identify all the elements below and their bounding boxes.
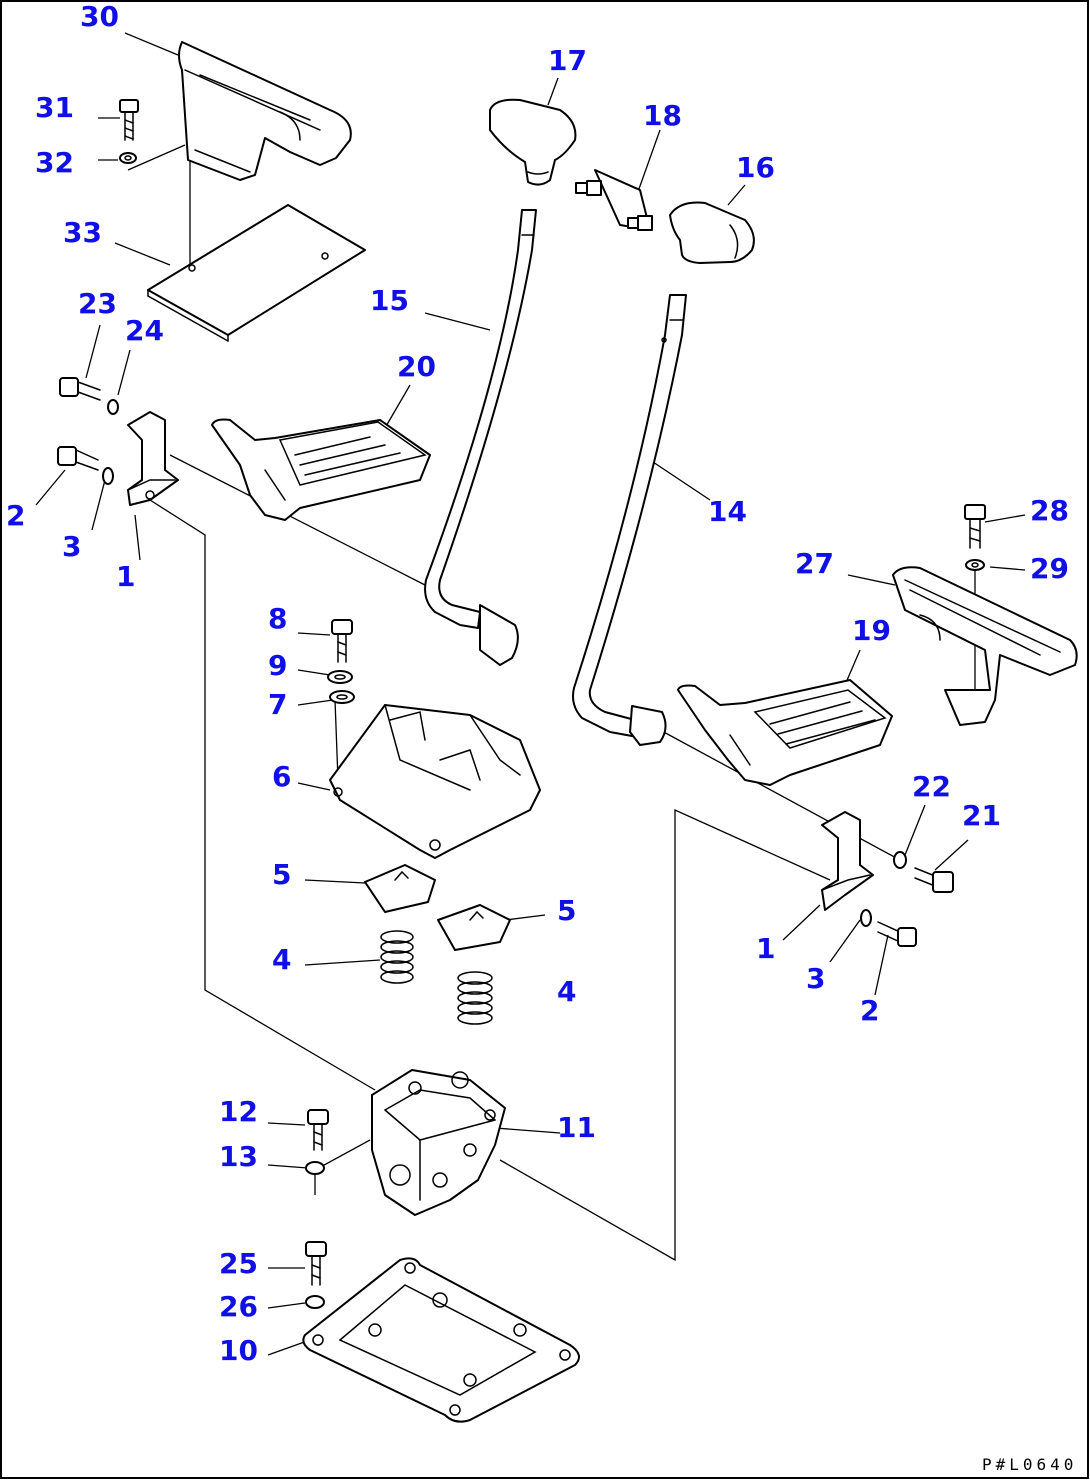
bolt-part-23 <box>59 377 101 401</box>
pedal-part-19 <box>677 679 893 786</box>
drawing-code: P#L0640 <box>982 1455 1077 1474</box>
callout-8: 8 <box>268 602 287 635</box>
callout-11: 11 <box>557 1111 596 1144</box>
callout-5-left: 5 <box>272 858 291 891</box>
boot-part-6 <box>329 704 541 859</box>
callout-1-left: 1 <box>116 560 135 593</box>
callout-32: 32 <box>35 146 74 179</box>
callout-4-left: 4 <box>272 943 291 976</box>
callout-2-left: 2 <box>6 499 25 532</box>
knob-part-16 <box>669 201 755 264</box>
callout-30: 30 <box>80 0 119 33</box>
bolt-part-31 <box>119 99 139 141</box>
knob-part-17 <box>489 98 577 186</box>
bolt-part-8 <box>331 619 353 663</box>
plate-part-33 <box>147 204 366 342</box>
bolt-part-28 <box>964 504 986 549</box>
callout-3-left: 3 <box>62 530 81 563</box>
clip-part-18 <box>575 169 653 231</box>
bolt-part-21 <box>914 867 954 893</box>
callout-22: 22 <box>912 770 951 803</box>
washer-part-9 <box>327 670 353 684</box>
callout-33: 33 <box>63 216 102 249</box>
spring-part-4-right <box>457 971 493 1025</box>
lever-part-15 <box>424 209 537 666</box>
callout-2-right: 2 <box>860 994 879 1027</box>
callout-10: 10 <box>219 1334 258 1367</box>
callout-16: 16 <box>736 151 775 184</box>
callout-1-right: 1 <box>756 932 775 965</box>
callout-27: 27 <box>795 547 834 580</box>
lever-part-14 <box>572 294 687 746</box>
washer-part-3-right <box>860 909 872 927</box>
callout-24: 24 <box>125 314 164 347</box>
washer-part-3-left <box>102 467 114 485</box>
callout-17: 17 <box>548 44 587 77</box>
washer-part-32 <box>119 152 137 164</box>
callout-14: 14 <box>708 495 747 528</box>
callout-labels: 30 31 32 33 23 24 2 3 1 17 18 16 15 14 2… <box>6 0 1069 1367</box>
callout-29: 29 <box>1030 552 1069 585</box>
callout-13: 13 <box>219 1140 258 1173</box>
callout-23: 23 <box>78 287 117 320</box>
seat-part-5-right <box>437 904 511 951</box>
callout-6: 6 <box>272 760 291 793</box>
callout-28: 28 <box>1030 494 1069 527</box>
washer-part-29 <box>965 559 985 571</box>
washer-part-13 <box>305 1161 325 1175</box>
bolt-part-2-left <box>57 446 99 471</box>
washer-part-24 <box>107 399 119 415</box>
bolt-part-25 <box>305 1241 327 1286</box>
seat-part-5-left <box>364 864 436 913</box>
bolt-part-12 <box>307 1109 329 1151</box>
callout-25: 25 <box>219 1247 258 1280</box>
washer-part-22 <box>893 851 907 869</box>
callout-15: 15 <box>370 284 409 317</box>
callout-9: 9 <box>268 649 287 682</box>
callout-4-right: 4 <box>557 975 576 1008</box>
pedal-part-20 <box>211 418 431 521</box>
callout-21: 21 <box>962 799 1001 832</box>
washer-part-7 <box>329 690 355 704</box>
callout-26: 26 <box>219 1290 258 1323</box>
callout-5-right: 5 <box>557 894 576 927</box>
bolt-part-2-right <box>877 921 917 947</box>
callout-31: 31 <box>35 91 74 124</box>
gasket-part-10 <box>302 1257 580 1423</box>
washer-part-26 <box>305 1295 325 1309</box>
callout-19: 19 <box>852 614 891 647</box>
cover-part-30 <box>178 41 352 181</box>
callout-7: 7 <box>268 688 287 721</box>
callout-12: 12 <box>219 1095 258 1128</box>
callout-18: 18 <box>643 99 682 132</box>
callout-20: 20 <box>397 350 436 383</box>
cover-part-27 <box>892 566 1078 726</box>
bracket-part-1-right <box>821 811 874 911</box>
callout-3-right: 3 <box>806 962 825 995</box>
bracket-part-1-left <box>127 411 179 506</box>
valve-part-11 <box>371 1069 506 1216</box>
spring-part-4-left <box>380 930 414 984</box>
